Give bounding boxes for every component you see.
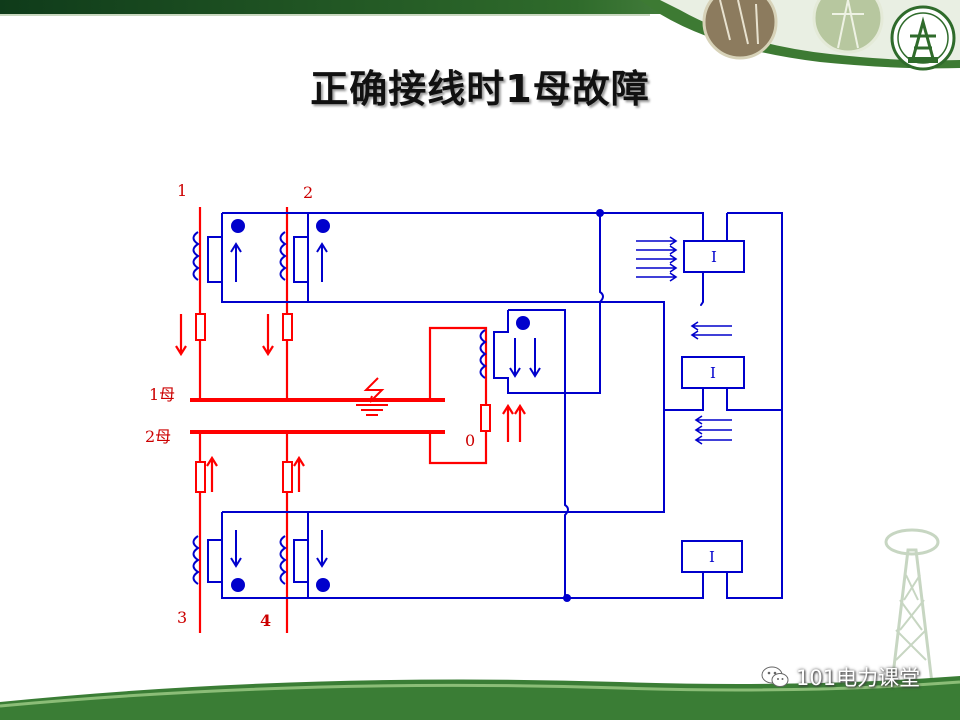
ct-1-label: 1 [177, 181, 187, 200]
power-pylon-logo [890, 5, 956, 71]
relay-1 [683, 240, 745, 273]
watermark-text: 101电力课堂 [796, 666, 921, 690]
ct-2-label: 2 [303, 183, 313, 202]
relay-2 [681, 356, 745, 389]
polarity-dots [231, 209, 604, 602]
ct-3-label: 3 [177, 608, 187, 627]
watermark: 101电力课堂 [760, 662, 920, 692]
pylon-illustration [884, 528, 940, 700]
relay-boxes [681, 240, 745, 573]
footer-band [0, 676, 960, 720]
relay-3 [681, 540, 743, 573]
current-flow-arrows [636, 236, 732, 445]
primary-circuit [175, 207, 526, 633]
neutral-label: 0 [465, 431, 475, 450]
ct-4-label: 4 [260, 611, 271, 630]
secondary-circuit [192, 212, 783, 599]
header-photos [702, 0, 884, 60]
relay-1-label: I [711, 248, 717, 266]
slide-title: 正确接线时1母故障 [310, 67, 650, 111]
wechat-icon [761, 666, 789, 687]
bus-1-label: 1母 [149, 385, 175, 404]
relay-3-label: I [709, 548, 715, 566]
fault-icon [356, 377, 388, 416]
ct-resistors [195, 313, 491, 493]
bus-2-label: 2母 [145, 427, 171, 446]
relay-2-label: I [710, 364, 716, 382]
